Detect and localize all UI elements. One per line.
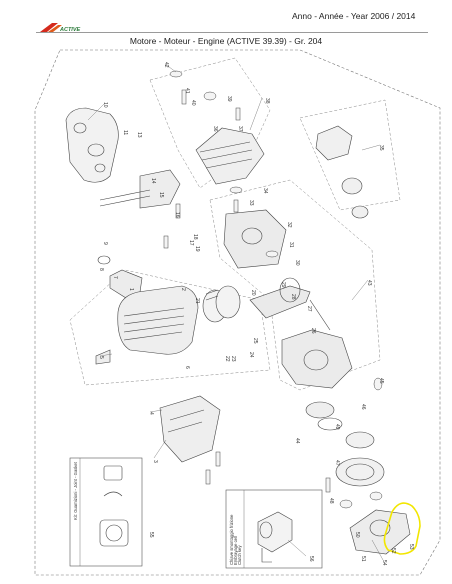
- group-boundary-right: [299, 99, 401, 211]
- cylinder-head-part: [195, 127, 265, 185]
- part-53-highlight: [383, 502, 421, 555]
- part-number-39: 39: [226, 96, 232, 102]
- group-boundary-top: [149, 57, 271, 189]
- part-number-25: 25: [252, 338, 258, 344]
- part-number-29: 29: [280, 282, 286, 288]
- part-number-49: 49: [334, 424, 340, 430]
- part-number-32: 32: [286, 222, 292, 228]
- gasket-kit-box: Kit: Guarnizioni - Joint - Gasket: [69, 457, 143, 567]
- part-number-19: 19: [194, 246, 200, 252]
- carburetor-part: [99, 169, 181, 209]
- piston-part: [202, 285, 241, 323]
- part-number-10: 10: [102, 102, 108, 108]
- part-number-27: 27: [306, 306, 312, 312]
- part-number-56: 56: [308, 556, 314, 562]
- muffler-part: [159, 395, 221, 463]
- outer-dashed-frame: [34, 49, 441, 576]
- part-number-20: 20: [250, 290, 256, 296]
- part-number-14: 14: [150, 178, 156, 184]
- part-number-36: 36: [212, 126, 218, 132]
- part-number-47: 47: [334, 460, 340, 466]
- part-number-4: 4: [148, 412, 154, 415]
- part-number-55: 55: [148, 532, 154, 538]
- part-number-23: 23: [230, 356, 236, 362]
- part-number-1: 1: [128, 288, 134, 291]
- part-number-21: 21: [194, 298, 200, 304]
- part-number-2: 2: [180, 288, 186, 291]
- part-number-50: 50: [354, 532, 360, 538]
- part-number-6: 6: [184, 366, 190, 369]
- part-number-8: 8: [98, 268, 104, 271]
- part-number-11: 11: [122, 130, 128, 135]
- starter-assembly-part: [315, 125, 369, 219]
- part-number-13: 13: [136, 132, 142, 138]
- part-number-31: 31: [288, 242, 294, 248]
- part-number-33: 33: [248, 200, 254, 206]
- part-number-26: 26: [310, 328, 316, 334]
- part-number-51: 51: [360, 556, 366, 562]
- part-number-18: 18: [192, 234, 198, 240]
- part-number-17: 17: [188, 240, 194, 246]
- part-number-38: 38: [264, 98, 270, 104]
- part-number-15: 15: [158, 192, 164, 198]
- page-title: Motore - Moteur - Engine (ACTIVE 39.39) …: [129, 36, 323, 46]
- part-number-30: 30: [294, 260, 300, 266]
- part-number-44: 44: [294, 438, 300, 444]
- part-number-40: 40: [190, 100, 196, 106]
- part-number-7: 7: [112, 276, 118, 279]
- part-number-3: 3: [152, 460, 158, 463]
- part-number-9: 9: [102, 242, 108, 245]
- part-number-42: 42: [163, 62, 169, 68]
- part-number-43: 43: [366, 280, 372, 286]
- brand-logo: ACTIVE: [40, 23, 81, 33]
- fuel-tank-part: [65, 107, 119, 183]
- fasteners: [163, 70, 383, 509]
- clutch-assembly-part: [349, 509, 411, 555]
- flywheel-part: [305, 401, 343, 431]
- part-number-54: 54: [381, 560, 387, 566]
- part-number-24: 24: [248, 352, 254, 358]
- cylinder-part: [95, 285, 199, 365]
- gasket-kit-label: Kit: Guarnizioni - Joint - Gasket: [73, 461, 78, 520]
- part-number-37: 37: [237, 126, 243, 132]
- part-number-5: 5: [98, 356, 104, 359]
- part-number-48: 48: [328, 498, 334, 504]
- clutch-drum-part: [335, 431, 385, 487]
- part-number-35: 35: [378, 145, 384, 151]
- part-number-34: 34: [262, 188, 268, 194]
- group-boundary-crankcase: [209, 179, 381, 391]
- header-divider: [36, 32, 428, 33]
- clutch-key-box: Chiave smontaggio frizione Embrayage cel…: [225, 489, 323, 569]
- crankshaft-part: [249, 277, 331, 331]
- brand-name: ACTIVE: [59, 27, 81, 33]
- part-number-45: 45: [378, 378, 384, 384]
- intake-manifold-part: [97, 255, 143, 299]
- part-number-53: 53: [408, 544, 414, 550]
- part-number-22: 22: [224, 356, 230, 362]
- leader-lines: [87, 63, 384, 561]
- clutch-key-label-3: Clutch key: [237, 545, 242, 565]
- clutch-key-label-2: Embrayage cell: [233, 536, 238, 565]
- year-range: Anno - Année - Year 2006 / 2014: [292, 11, 416, 21]
- part-number-28: 28: [290, 294, 296, 300]
- part-number-16: 16: [174, 212, 180, 218]
- part-number-52: 52: [390, 548, 396, 554]
- part-number-41: 41: [184, 88, 190, 94]
- part-number-46: 46: [360, 404, 366, 410]
- clutch-key-label-1: Chiave smontaggio frizione: [229, 514, 234, 565]
